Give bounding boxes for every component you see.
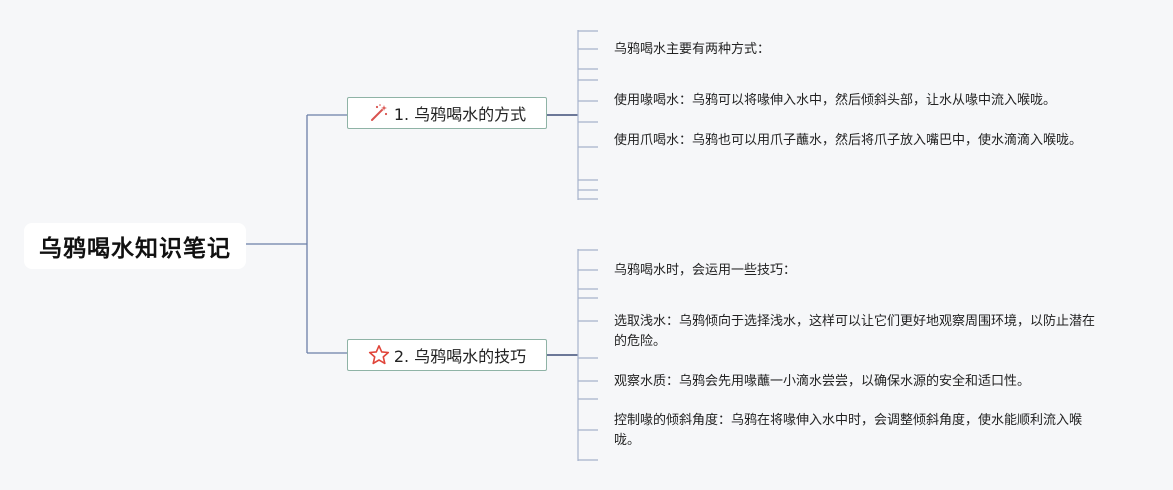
leaf-note[interactable]: 乌鸦喝水主要有两种方式： [614,42,771,57]
root-topic-label: 乌鸦喝水知识笔记 [39,236,231,262]
leaf-note[interactable]: 乌鸦喝水时，会运用一些技巧： [614,263,797,278]
branch-topic-2[interactable]: 2. 乌鸦喝水的技巧 [347,339,547,371]
leaf-ticks-2 [578,249,598,461]
leaf-note[interactable]: 使用喙喝水：乌鸦可以将喙伸入水中，然后倾斜头部，让水从喙中流入喉咙。 [614,93,1057,108]
magic-wand-icon [368,102,390,124]
leaf-note[interactable]: 观察水质：乌鸦会先用喙蘸一小滴水尝尝，以确保水源的安全和适口性。 [614,374,1031,389]
leaf-note[interactable]: 控制喙的倾斜角度：乌鸦在将喙伸入水中时，会调整倾斜角度，使水能顺利流入喉咙。 [614,413,1083,448]
leaf-note[interactable]: 选取浅水：乌鸦倾向于选择浅水，这样可以让它们更好地观察周围环境，以防止潜在的危险… [614,314,1096,349]
star-icon [368,344,390,366]
leaf-ticks-1 [578,30,598,200]
leaf-note[interactable]: 使用爪喝水：乌鸦也可以用爪子蘸水，然后将爪子放入嘴巴中，使水滴滴入喉咙。 [614,133,1083,148]
branch-topic-1[interactable]: 1. 乌鸦喝水的方式 [347,97,547,129]
root-topic[interactable]: 乌鸦喝水知识笔记 [24,223,246,269]
branch-topic-2-label: 2. 乌鸦喝水的技巧 [393,347,527,366]
branch-topic-1-label: 1. 乌鸦喝水的方式 [393,105,527,124]
